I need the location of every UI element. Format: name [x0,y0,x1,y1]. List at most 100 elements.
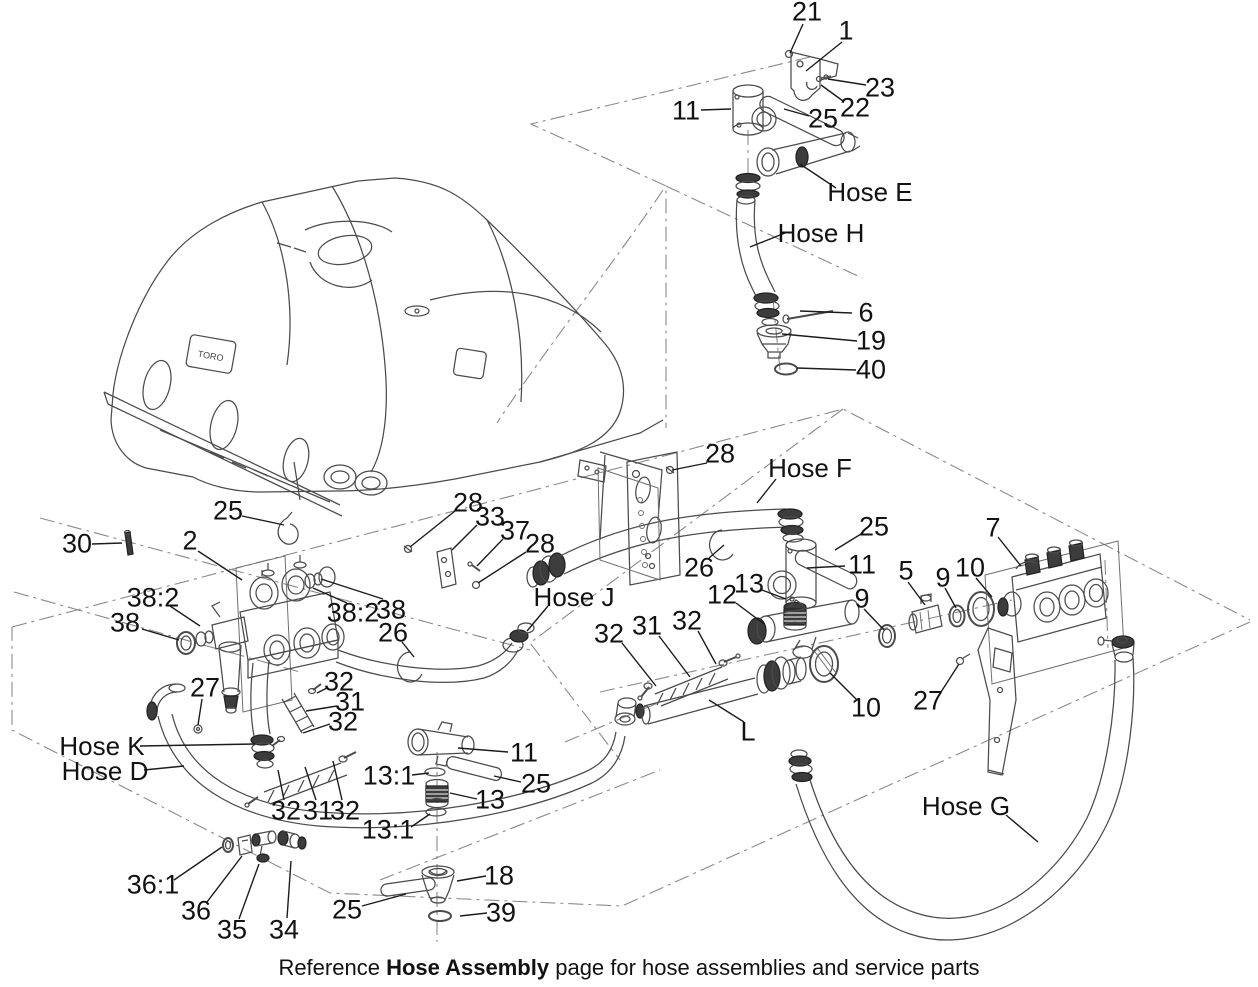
hose-k-art [251,660,274,768]
machine-body: TORO [104,178,680,585]
callout-28: 28 [524,528,556,559]
handle-part-25 [795,550,856,588]
note-prefix: Reference [278,955,387,980]
callout-1: 1 [838,15,854,46]
callout-32: 32 [327,706,359,737]
coupler-part-13 [426,780,448,808]
callout-37: 37 [499,515,531,546]
callout-40: 40 [855,354,887,385]
callout-11: 11 [847,549,877,580]
valve-part-11-top [733,85,844,146]
callout-10: 10 [850,692,882,723]
callout-32: 32 [671,605,703,636]
callout-35: 35 [216,914,248,945]
callout-38-2: 38:2 [326,597,380,628]
callout-38: 38 [375,594,407,625]
callout-27: 27 [912,685,944,716]
callout-hose-d: Hose D [61,756,149,786]
o-ring-part-9 [879,625,895,647]
callout-33: 33 [474,501,506,532]
clamp-part-36 [238,835,252,855]
callout-31: 31 [631,610,663,641]
callout-31: 31 [302,795,334,826]
callout-26: 26 [377,617,409,648]
callout-9: 9 [935,562,951,593]
hose-e-art [757,132,860,176]
callout-28: 28 [452,487,484,518]
callout-21: 21 [791,0,823,27]
bolt-21 [786,51,793,58]
callout-11: 11 [509,737,539,768]
callout-36: 36 [180,895,212,926]
barb-part-34 [278,831,306,849]
tee-group-34-35-36 [223,831,306,862]
callout-hose-j: Hose J [533,582,615,612]
o-ring-part-39 [429,911,451,921]
callout-28: 28 [704,438,736,469]
callout-25: 25 [858,511,890,542]
callout-18: 18 [483,860,515,891]
callout-32: 32 [329,795,361,826]
tee-part-35 [252,831,276,862]
callout-25: 25 [807,103,839,134]
pump-knobs [1025,540,1084,575]
hose-g-art [789,636,1134,940]
callout-34: 34 [268,914,300,945]
callout-13-1: 13:1 [361,814,415,845]
ring-part-10 [810,646,838,682]
callout-hose-g: Hose G [921,791,1011,821]
note-suffix: page for hose assemblies and service par… [549,955,980,980]
callout-hose-h: Hose H [777,218,865,248]
filter-assembly [212,602,248,713]
handle-part-25 [381,878,435,896]
callout-27: 27 [189,672,221,703]
callout-23: 23 [864,72,896,103]
pump-part-7 [978,540,1124,775]
bolt-28 [473,582,480,589]
screw-22 [817,77,822,82]
spring-clamp-31-32 [272,684,321,746]
callout-9: 9 [854,583,870,614]
tube-l-art [615,654,806,725]
hose-g-end-fitting [1098,636,1134,662]
bolt-28 [405,546,412,553]
note-bold: Hose Assembly [386,955,550,980]
o-ring-part-13-1 [425,768,445,776]
pin-part-30 [125,531,134,556]
callout-7: 7 [985,512,1001,543]
callout-32: 32 [323,666,355,697]
callout-2: 2 [182,525,198,556]
ring-part-36-1 [223,838,233,852]
callout-hose-e: Hose E [827,177,913,207]
callout-38: 38 [109,607,141,638]
callout-26: 26 [683,552,715,583]
hook-part-25 [278,512,298,544]
elbow-fitting [147,684,185,720]
callout-31: 31 [334,686,366,717]
callout-22: 22 [839,92,871,123]
hose-h-art [736,174,779,326]
reference-note: Reference Hose Assembly page for hose as… [0,955,1258,981]
callout-10: 10 [954,552,986,583]
callout-13: 13 [733,568,765,599]
callout-19: 19 [855,325,887,356]
callout-36-1: 36:1 [126,869,180,900]
brand-plate: TORO [186,334,237,374]
callout-25: 25 [331,894,363,925]
pump-bracket [978,628,1016,775]
callout-25: 25 [520,768,552,799]
callout-32: 32 [593,618,625,649]
callout-32: 32 [270,795,302,826]
cap-part-19 [757,325,791,358]
callout-hose-k: Hose K [59,731,145,761]
callout-l: L [740,716,756,747]
callout-30: 30 [61,528,93,559]
callout-13-1: 13:1 [362,760,416,791]
o-ring-part-9 [950,606,965,627]
plate-part-33 [437,548,456,588]
bolt-27 [957,658,964,665]
fittings-38 [177,631,213,654]
callout-11: 11 [671,95,701,126]
o-ring-part-13-1 [426,808,446,816]
